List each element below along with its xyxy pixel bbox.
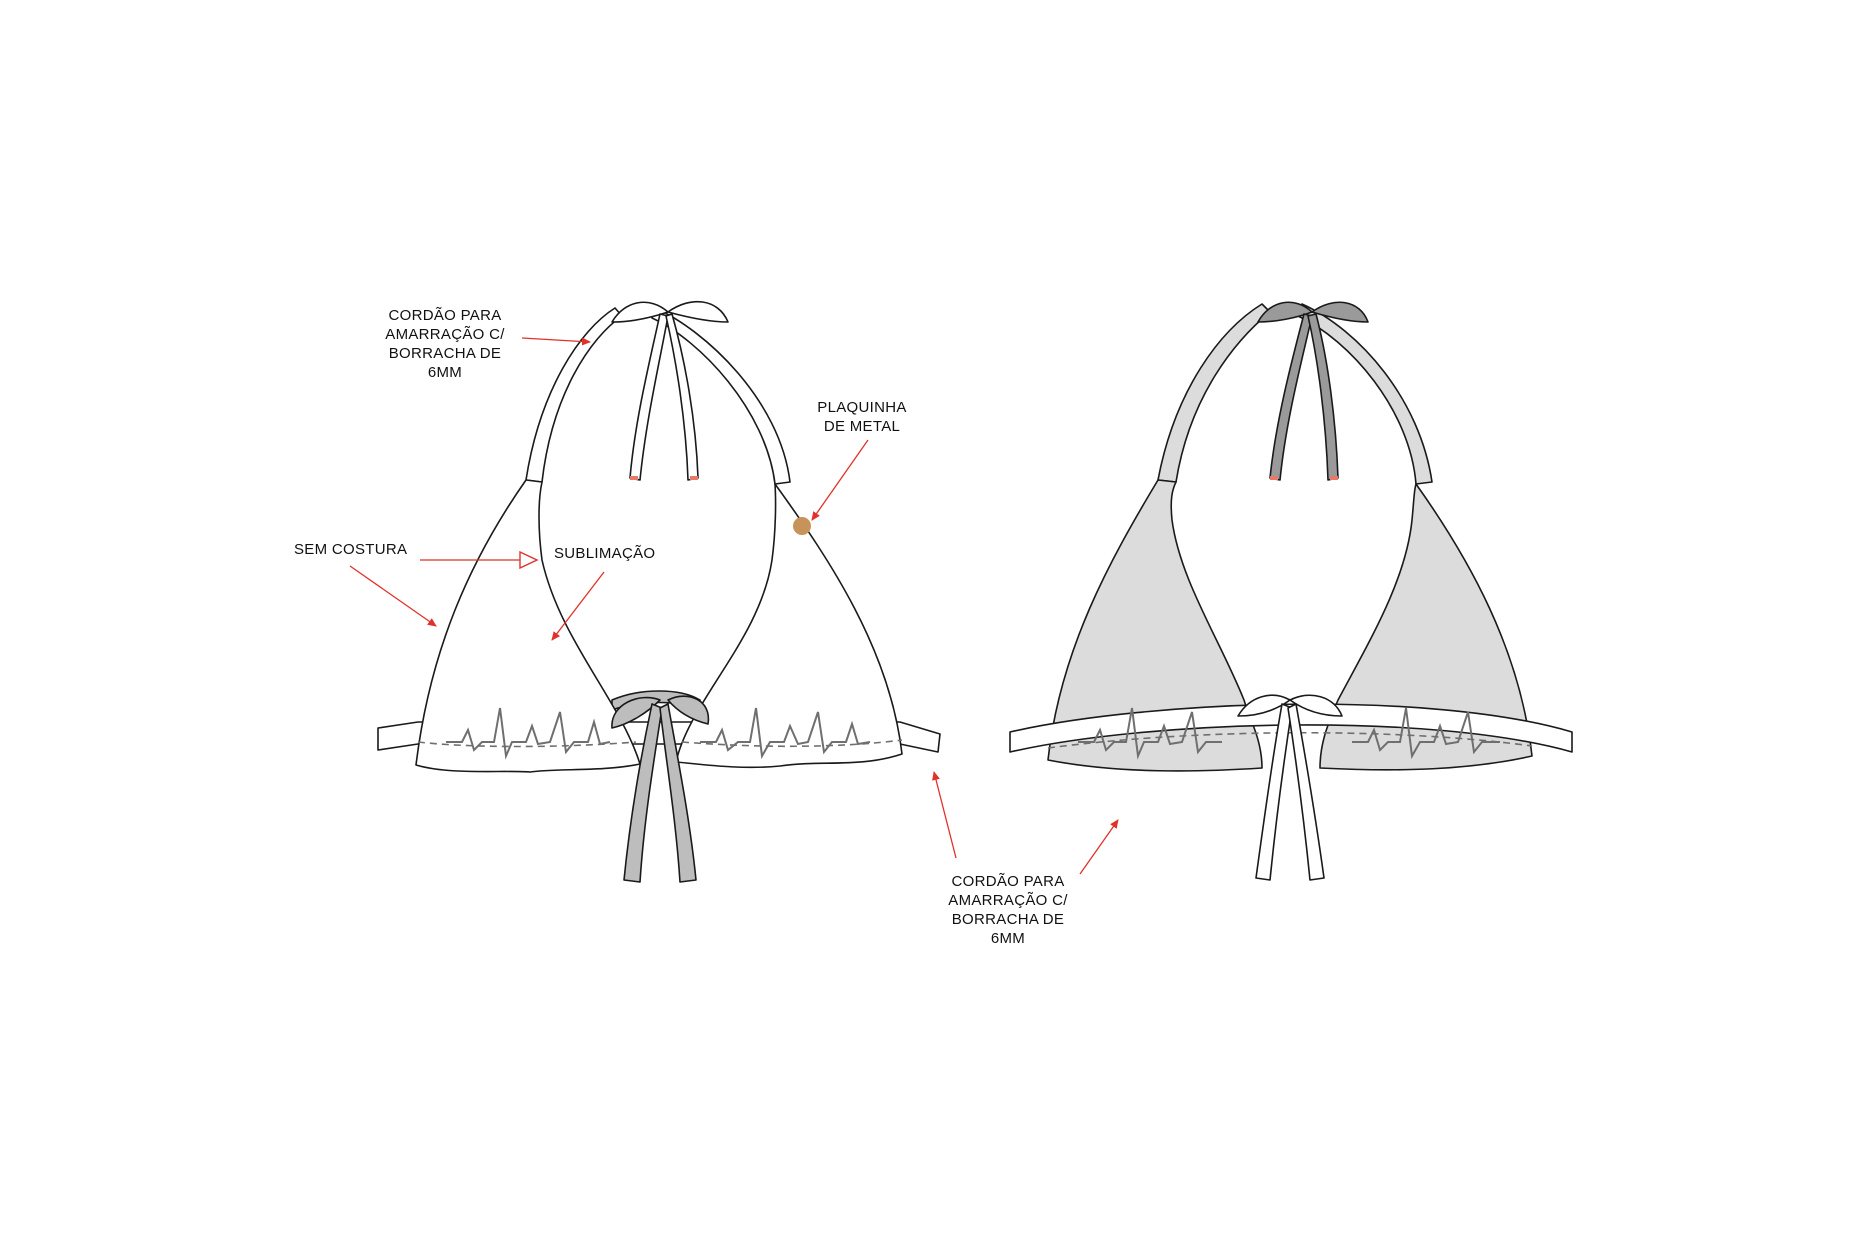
label-metal-tag-line-2: DE METAL	[823, 418, 901, 435]
arrow-sublimation	[551, 571, 605, 641]
label-cord-bottom-line-3: BORRACHA DE	[951, 911, 1065, 928]
back-heartbeat-print-left	[1078, 707, 1222, 760]
front-left-cup	[415, 479, 641, 773]
label-seamless-text: SEM COSTURA	[294, 541, 408, 558]
back-underband-hem	[1047, 731, 1533, 749]
back-left-cup	[1047, 479, 1263, 772]
arrow-seamless-to-cup	[349, 565, 437, 627]
label-metal-tag-line-1: PLAQUINHA	[817, 399, 907, 416]
front-right-cup-hem	[681, 739, 903, 748]
label-cord-top-line-1: CORDÃO PARA	[388, 307, 502, 324]
front-right-cup	[675, 483, 903, 769]
front-left-cup-hem	[417, 741, 637, 748]
front-heartbeat-print-right	[700, 707, 871, 760]
label-cord-bottom-line-1: CORDÃO PARA	[951, 873, 1065, 890]
front-neck-tie-right	[665, 313, 699, 481]
front-center-tie-left	[623, 703, 663, 883]
back-halter-strap-left	[1157, 303, 1271, 483]
back-right-cup	[1319, 483, 1533, 771]
back-neck-tie-tip-left	[1270, 476, 1278, 480]
label-cord-top-line-2: AMARRAÇÃO C/	[385, 326, 505, 343]
front-heartbeat-print	[446, 707, 871, 760]
front-metal-tag	[793, 517, 811, 535]
back-neck-bow-loop-right	[1311, 301, 1369, 323]
front-center-bow-loop-right	[667, 695, 710, 725]
arrow-metal-tag	[811, 439, 869, 521]
label-sublimation: SUBLIMAÇÃO	[554, 544, 668, 563]
front-neck-bow-loop-right	[667, 300, 729, 323]
front-view-bikini-top	[377, 300, 941, 883]
back-heartbeat-print-right	[1352, 707, 1500, 760]
back-center-bow-loop-right	[1289, 694, 1343, 717]
annotation-arrows	[349, 337, 1119, 875]
front-center-bow-loop-left	[611, 696, 661, 729]
back-center-tie-left	[1255, 703, 1293, 881]
label-cord-top-line-3: BORRACHA DE	[388, 345, 502, 362]
front-neck-tie-tip-left	[630, 476, 638, 480]
arrow-cord-bottom-left	[932, 771, 957, 859]
label-metal-tag: PLAQUINHA DE METAL	[812, 398, 912, 436]
arrow-cord-top	[521, 337, 591, 346]
label-cord-bottom: CORDÃO PARA AMARRAÇÃO C/ BORRACHA DE 6MM	[938, 872, 1078, 948]
label-cord-top: CORDÃO PARA AMARRAÇÃO C/ BORRACHA DE 6MM	[375, 306, 515, 382]
front-halter-strap-right	[651, 307, 791, 485]
label-cord-top-line-4: 6MM	[427, 364, 463, 381]
front-heartbeat-print-left	[446, 707, 611, 760]
back-neck-tie-right	[1307, 313, 1339, 481]
label-cord-bottom-line-4: 6MM	[990, 930, 1026, 947]
back-heartbeat-print	[1078, 707, 1500, 760]
label-sublimation-text: SUBLIMAÇÃO	[554, 545, 656, 562]
back-neck-tie-left	[1269, 313, 1313, 481]
front-center-tie-right	[659, 703, 697, 883]
back-view-bikini-top	[1009, 301, 1573, 881]
front-neck-tie-tip-right	[690, 476, 698, 480]
label-cord-bottom-line-2: AMARRAÇÃO C/	[948, 892, 1068, 909]
back-neck-tie-tip-right	[1330, 476, 1338, 480]
front-neck-tie-left	[629, 313, 669, 481]
back-center-tie-right	[1287, 703, 1325, 881]
label-seamless: SEM COSTURA	[294, 540, 418, 559]
arrow-cord-bottom-right	[1079, 819, 1119, 875]
front-halter-strap-left	[525, 307, 623, 483]
